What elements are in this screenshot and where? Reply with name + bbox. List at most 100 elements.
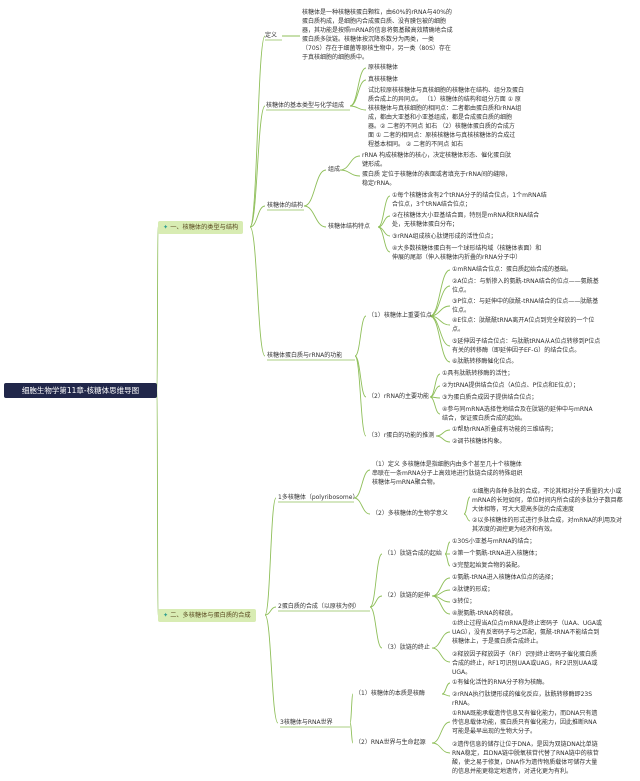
connector-line <box>441 682 451 695</box>
initiation-item: ①30S小亚基与mRNA的结合； <box>452 538 536 545</box>
connector-line <box>349 79 367 107</box>
poly-meaning-item: ②以多核糖体的形式进行多肽合成，对mRNA的利用及对 其浓度的调控更为经济和有效… <box>472 517 622 533</box>
topic-features[interactable]: 核糖体结构特点 <box>328 223 371 230</box>
ribozyme-item: ②rRNA执行肽键形成的催化反应，肽酰转移酶即23S rRNA。 <box>452 691 593 707</box>
connector-line <box>377 226 391 253</box>
connector-line <box>377 195 391 228</box>
site-item: ③P位点：与延伸中的肽酰-tRNA结合的位点——肽酰基 位点。 <box>452 298 599 314</box>
topic-types[interactable]: 核糖体的基本类型与化学组成 <box>266 102 345 109</box>
branch-node-structure[interactable]: ✦一、核糖体的类型与结构 <box>158 221 244 234</box>
rrna-item: ②为tRNA提供结合位点（A位点、P位点和E位点）； <box>442 382 580 389</box>
connector-line <box>431 631 451 649</box>
connector-line <box>303 205 327 228</box>
topic-poly-meaning[interactable]: （2）多核糖体的生物学意义 <box>372 510 448 517</box>
connector-line <box>353 497 371 515</box>
connector-line <box>463 513 471 522</box>
rprotein-item: ②调节核糖体构象。 <box>452 438 506 445</box>
connector-line <box>349 693 354 724</box>
connector-line <box>303 169 327 207</box>
topic-protein-synthesis[interactable]: 2蛋白质的合成（以原核为例） <box>278 603 360 610</box>
star-icon: ✦ <box>163 224 169 231</box>
connector-line <box>463 496 471 515</box>
elongation-item: ③转位； <box>452 598 476 605</box>
connector-line <box>249 226 266 357</box>
connector-line <box>441 693 451 697</box>
feature-item: ①每个核糖体含有2个tRNA分子的结合位点，1个mRNA结 合位点，3个tRNA… <box>392 192 547 208</box>
connector-line <box>264 606 277 616</box>
topic-structure[interactable]: 核糖体的结构 <box>267 202 304 209</box>
star-icon: ✦ <box>163 612 169 619</box>
elongation-item: ②肽键的形成； <box>452 586 494 593</box>
feature-item: ④大多数核糖体蛋白有一个球形结构域（核糖体表面）和 伸展的尾部（伸入核糖体内折叠… <box>392 245 542 261</box>
topic-function[interactable]: 核糖体蛋白质与rRNA的功能 <box>267 352 343 359</box>
connector-line <box>435 429 451 437</box>
rrna-item: ③为蛋白质合成因子提供结合位点； <box>442 394 538 401</box>
topic-rna-world[interactable]: 3核糖体与RNA世界 <box>280 719 333 726</box>
connector-line <box>435 435 451 443</box>
connector-line <box>349 722 354 744</box>
topic-elongation[interactable]: （2）肽链的延伸 <box>384 592 430 599</box>
ribozyme-item: ①有催化活性的RNA分子称为核酶。 <box>452 679 549 686</box>
types-item: 原核核糖体 <box>368 64 399 71</box>
elongation-item: ①氨酰-tRNA进入核糖体A位点的选择； <box>452 574 557 581</box>
connector-line <box>429 285 451 317</box>
site-item: ①mRNA结合位点：蛋白质起始合成的基础。 <box>452 266 572 273</box>
life-origin-item: ②遗传信息的储存让位于DNA，是因为双链DNA比单链 RNA稳定，且DNA链中脱… <box>452 741 599 775</box>
site-item: ②A位点：与新掺入的氨酰-tRNA结合的位点——氨酰基 位点。 <box>452 278 599 294</box>
topic-initiation[interactable]: （1）肽链合成的起始 <box>384 550 442 557</box>
connector-line <box>353 469 371 499</box>
connector-line <box>156 226 159 391</box>
termination-item: ①终止过程当A位点mRNA是终止密码子（UAA、UGA或 UAG），没有反密码子… <box>452 620 603 645</box>
connector-line <box>429 305 451 317</box>
topic-life-origin[interactable]: （2）RNA世界与生命起源 <box>355 739 426 746</box>
connector-line <box>339 169 361 177</box>
connector-line <box>431 742 451 754</box>
life-origin-item: ①RNA既能承载遗传信息又有催化能力，而DNA只有遗 传信息载体功能，蛋白质只有… <box>452 710 598 735</box>
connector-line <box>431 595 451 615</box>
connector-line <box>349 67 367 107</box>
poly-definition: （1）定义 多核糖体是指细胞内由多个甚至几十个核糖体 串联在一条mRNA分子上高… <box>372 461 523 486</box>
topic-ribozyme[interactable]: （1）核糖体的本质是核酶 <box>355 690 425 697</box>
topic-rrna[interactable]: （2）rRNA的主要功能 <box>368 393 430 400</box>
composition-item: 蛋白质 定位于核糖体的表面或者填充于rRNA间的缝隙， 稳定rRNA。 <box>362 171 512 187</box>
connector-line <box>431 647 451 663</box>
topic-composition[interactable]: 组成 <box>328 166 341 173</box>
initiation-item: ②第一个氨酰-tRNA进入核糖体； <box>452 550 541 557</box>
connector-line <box>369 606 383 649</box>
feature-item: ②在核糖体大小亚基结合面，特别是mRNA和tRNA结合 处，无核糖体蛋白分布； <box>392 212 540 228</box>
types-item: 真核核糖体 <box>368 76 399 83</box>
branch-label: 二、多核糖体与蛋白质的合成 <box>170 612 251 619</box>
topic-definition[interactable]: 定义 <box>265 32 278 39</box>
connector-line <box>156 389 159 616</box>
connector-line <box>431 721 451 744</box>
rrna-item: ④参与同mRNA选择性地结合及在肽链的延伸中与mRNA 结合，保证蛋白质合成的起… <box>442 406 593 422</box>
root-node[interactable]: 细胞生物学第11章-核糖体思维导图 <box>4 383 157 398</box>
topic-sites[interactable]: （1）核糖体上重要位点 <box>368 312 432 319</box>
topic-termination[interactable]: （3）肽链的终止 <box>384 644 430 651</box>
site-item: ⑥肽酰转移酶催化位点。 <box>452 358 518 365</box>
topic-polyribosome[interactable]: 1多核糖体（polyribosome） <box>278 494 359 501</box>
feature-item: ③rRNA组成核心肽键形成的活性位点； <box>392 233 497 240</box>
branch-node-synthesis[interactable]: ✦二、多核糖体与蛋白质的合成 <box>158 609 256 622</box>
connector-line <box>264 614 279 724</box>
connector-line <box>444 541 451 555</box>
connector-line <box>264 497 277 616</box>
types-item: 试比较原核核糖体与真核细胞的核糖体在结构、组分及蛋白 质合成上的异同点。 （1）… <box>368 87 525 148</box>
elongation-item: ④脱氨酰-tRNA的释放。 <box>452 610 517 617</box>
connector-line <box>429 373 441 398</box>
connector-line <box>339 155 361 171</box>
connector-line <box>249 35 266 228</box>
initiation-item: ③完整起始复合物的装配。 <box>452 562 524 569</box>
connector-line <box>249 105 266 228</box>
branch-label: 一、核糖体的类型与结构 <box>170 224 239 231</box>
connector-line <box>249 205 266 228</box>
topic-rprotein[interactable]: （3）r蛋白的功能的推测 <box>368 432 435 439</box>
poly-meaning-item: ①细胞内各种多肽的合成，不论其相对分子质量的大小或 mRNA的长短如何，单位时间… <box>472 488 623 513</box>
rprotein-item: ①帮助rRNA折叠成有功能的三维结构； <box>452 426 557 433</box>
rrna-item: ①具有肽酰转移酶的活性； <box>442 370 514 377</box>
site-item: ④E位点：肽酰酰tRNA离开A位点到完全释放的一个位 点。 <box>452 317 595 333</box>
connector-line <box>369 553 383 608</box>
connector-line <box>444 553 451 567</box>
